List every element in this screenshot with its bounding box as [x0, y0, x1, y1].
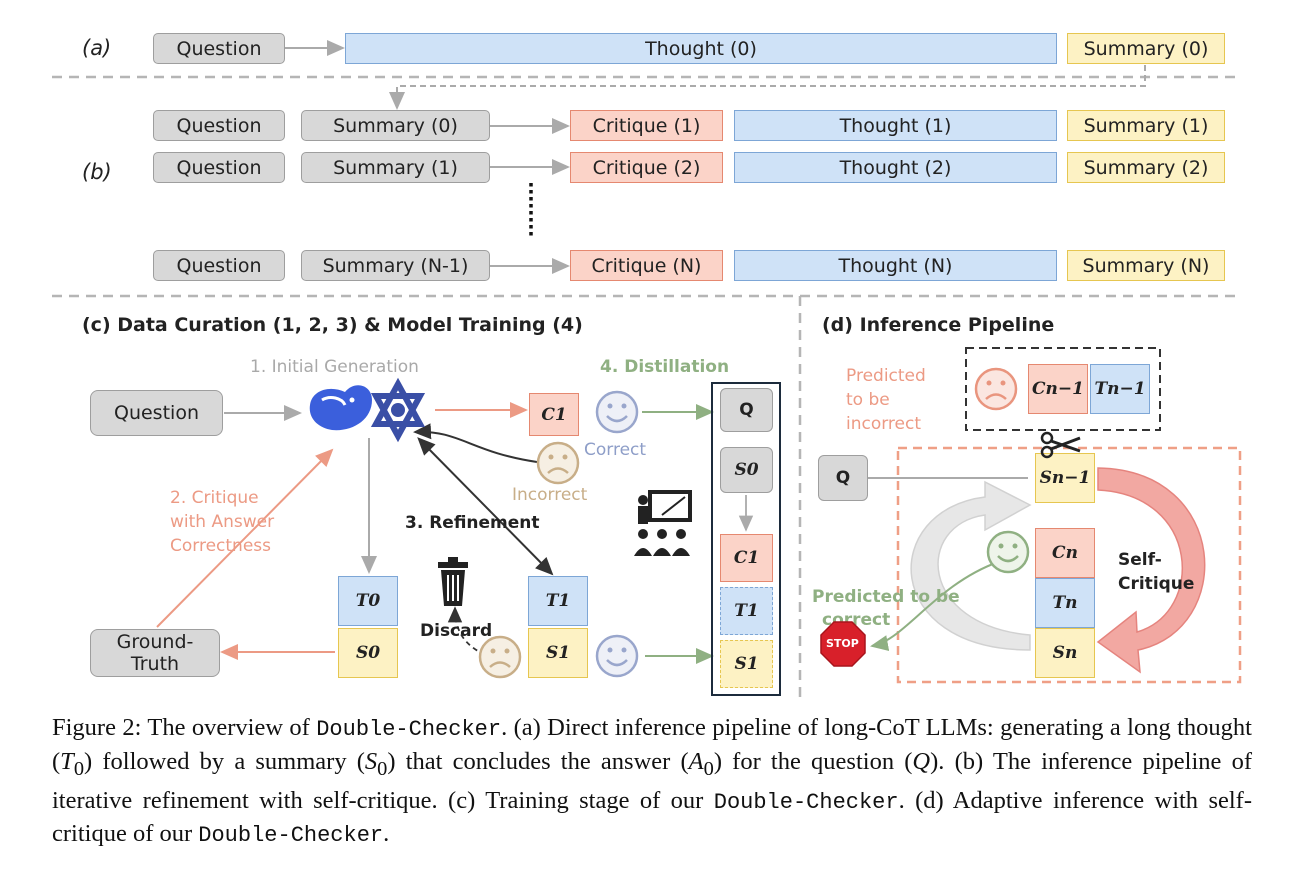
caption-text: . (d) Adaptive inference with self-criti…	[52, 786, 1252, 848]
b-summary-in-box: Summary (1)	[301, 152, 490, 183]
caption-math: T	[60, 747, 74, 775]
c-t1-box: T1	[528, 576, 588, 626]
stack-s0-box: S0	[720, 447, 773, 493]
b-critique-box: Critique (1)	[570, 110, 723, 141]
b-critique-box: Critique (2)	[570, 152, 723, 183]
a-thought-box: Thought (0)	[345, 33, 1057, 64]
d-tn1-box: Tn−1	[1090, 364, 1150, 414]
d-cn1-box: Cn−1	[1028, 364, 1088, 414]
refinement-label: 3. Refinement	[405, 513, 540, 533]
caption-math: S	[364, 747, 378, 775]
discard-label: Discard	[420, 621, 493, 641]
b-thought-box: Thought (2)	[734, 152, 1057, 183]
ground-truth-line1: Ground-	[116, 631, 194, 653]
caption-text: ) that concludes the answer (	[387, 747, 689, 775]
panel-d-title: (d) Inference Pipeline	[822, 314, 1055, 336]
b-thought-box: Thought (N)	[734, 250, 1057, 281]
b-summary-in-box: Summary (N-1)	[301, 250, 490, 281]
b-critique-box: Critique (N)	[570, 250, 723, 281]
d-tn-box: Tn	[1035, 578, 1095, 628]
ground-truth-box: Ground- Truth	[90, 629, 220, 677]
b-thought-box: Thought (1)	[734, 110, 1057, 141]
panel-a-label: (a)	[82, 36, 112, 60]
figure-caption: Figure 2: The overview of Double-Checker…	[52, 712, 1252, 852]
b-summary-out-box: Summary (N)	[1067, 250, 1225, 281]
stop-sign-label: STOP	[826, 637, 859, 650]
caption-math-sub: 0	[73, 757, 85, 780]
b-question-box: Question	[153, 110, 285, 141]
predicted-correct-line2: correct	[822, 610, 891, 630]
caption-math: Q	[912, 747, 931, 775]
caption-system-name: Double-Checker	[316, 717, 502, 742]
d-q-box: Q	[818, 455, 868, 501]
predicted-incorrect-line1: Predicted	[846, 366, 926, 386]
ground-truth-line2: Truth	[130, 653, 180, 675]
critique-correctness-line1: 2. Critique	[170, 488, 259, 508]
b-question-box: Question	[153, 152, 285, 183]
caption-text: .	[383, 820, 390, 848]
initial-generation-label: 1. Initial Generation	[250, 357, 419, 377]
caption-math-sub: 0	[377, 757, 388, 780]
caption-text: ) for the question (	[713, 747, 913, 775]
b-summary-in-box: Summary (0)	[301, 110, 490, 141]
d-cn-box: Cn	[1035, 528, 1095, 578]
caption-text: ). (b) The inference pipeline of iterati…	[52, 747, 1253, 814]
panel-c-title: (c) Data Curation (1, 2, 3) & Model Trai…	[82, 314, 583, 336]
critique-correctness-line3: Correctness	[170, 536, 271, 556]
c-question-box: Question	[90, 390, 223, 436]
incorrect-label: Incorrect	[512, 485, 588, 505]
b-summary-out-box: Summary (1)	[1067, 110, 1225, 141]
d-sn1-box: Sn−1	[1035, 453, 1095, 503]
c-critique-c1: C1	[529, 393, 579, 436]
self-critique-line1: Self-	[1118, 550, 1162, 570]
caption-text: Figure 2: The overview of	[52, 714, 317, 741]
stack-t1-box: T1	[720, 587, 773, 635]
caption-system-name: Double-Checker	[198, 823, 384, 849]
self-critique-line2: Critique	[1118, 574, 1195, 594]
stack-s1-box: S1	[720, 640, 773, 688]
c-s1-box: S1	[528, 628, 588, 678]
caption-math: A	[688, 747, 704, 775]
d-sn-box: Sn	[1035, 628, 1095, 678]
a-question-box: Question	[153, 33, 285, 64]
panel-b-label: (b)	[82, 160, 112, 184]
c-t0-box: T0	[338, 576, 398, 626]
b-summary-out-box: Summary (2)	[1067, 152, 1225, 183]
c-s0-box: S0	[338, 628, 398, 678]
caption-system-name: Double-Checker	[713, 789, 899, 815]
caption-math-sub: 0	[703, 757, 714, 780]
predicted-incorrect-line3: incorrect	[846, 414, 922, 434]
stack-q-box: Q	[720, 388, 773, 432]
stack-c1-box: C1	[720, 534, 773, 582]
caption-text: ) followed by a summary (	[84, 747, 365, 775]
critique-correctness-line2: with Answer	[170, 512, 275, 532]
predicted-correct-line1: Predicted to be	[812, 587, 960, 607]
predicted-incorrect-line2: to be	[846, 390, 890, 410]
b-question-box: Question	[153, 250, 285, 281]
distillation-label: 4. Distillation	[600, 357, 730, 377]
caption-text: . (a) Direct inference pipeline of long-…	[52, 714, 1252, 775]
a-summary-box: Summary (0)	[1067, 33, 1225, 64]
correct-label: Correct	[584, 440, 647, 460]
